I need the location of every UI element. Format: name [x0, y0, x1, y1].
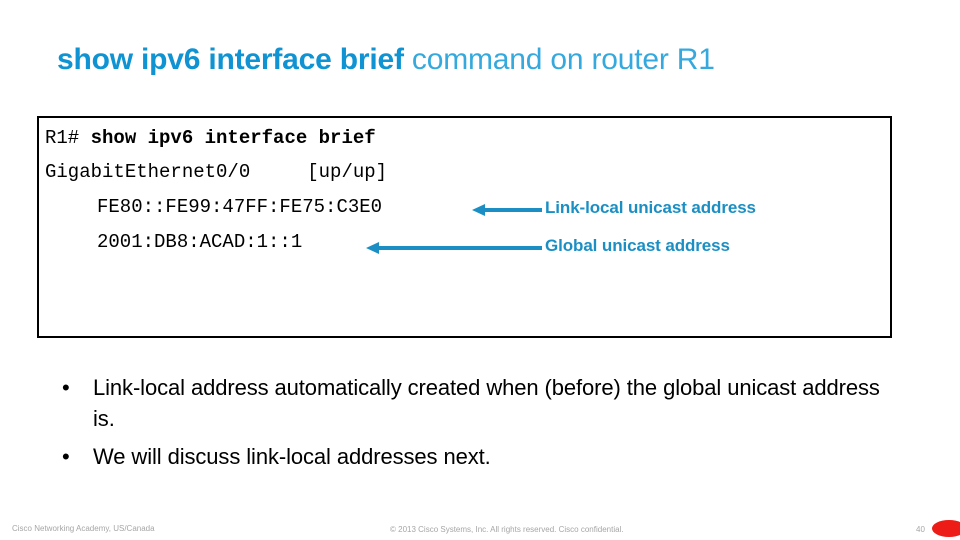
- cli-command: show ipv6 interface brief: [90, 127, 376, 149]
- page-number: 40: [916, 525, 925, 534]
- bullet-marker-icon: •: [62, 444, 70, 469]
- cisco-logo-icon: [932, 520, 960, 537]
- arrow-left-icon-link-local: [472, 203, 542, 217]
- cli-global-address: 2001:DB8:ACAD:1::1: [97, 231, 303, 253]
- cli-interface-line: GigabitEthernet0/0 [up/up]: [45, 161, 388, 183]
- footer-copyright: © 2013 Cisco Systems, Inc. All rights re…: [390, 525, 624, 534]
- page-title: show ipv6 interface brief command on rou…: [57, 41, 917, 79]
- list-item: • We will discuss link-local addresses n…: [56, 441, 896, 472]
- bullet-text: We will discuss link-local addresses nex…: [93, 444, 491, 469]
- cli-link-local-address: FE80::FE99:47FF:FE75:C3E0: [97, 196, 383, 218]
- bullet-text: Link-local address automatically created…: [93, 375, 880, 431]
- page-title-rest: command on router R1: [403, 43, 715, 76]
- list-item: • Link-local address automatically creat…: [56, 372, 896, 434]
- cli-prompt: R1#: [45, 127, 91, 149]
- callout-label-global: Global unicast address: [545, 236, 730, 255]
- footer-left-text: Cisco Networking Academy, US/Canada: [12, 524, 155, 533]
- page-title-command: show ipv6 interface brief: [57, 43, 404, 76]
- cli-prompt-line: R1# show ipv6 interface brief: [45, 127, 376, 149]
- bullet-marker-icon: •: [62, 375, 70, 400]
- cli-output-box: [37, 116, 892, 338]
- arrow-left-icon-global: [366, 241, 542, 255]
- callout-label-link-local: Link-local unicast address: [545, 198, 756, 217]
- bullet-list: • Link-local address automatically creat…: [56, 372, 896, 479]
